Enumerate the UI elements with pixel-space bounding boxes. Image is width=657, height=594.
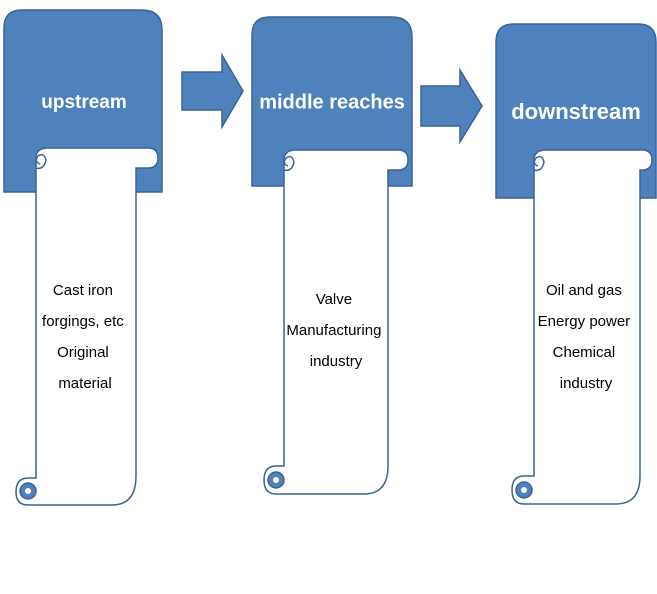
scroll-curl-icon <box>283 155 295 172</box>
stage-downstream: downstream Oil and gas Energy power Chem… <box>495 23 657 505</box>
stage-upstream: upstream Cast iron forgings, etc Origina… <box>3 9 163 506</box>
stage-box <box>3 9 163 193</box>
scroll-curl-icon <box>35 153 47 170</box>
svg-text:Valve Manufacturing: Valve Manufacturing industry <box>286 291 385 370</box>
scroll <box>263 149 409 495</box>
scroll-line: Cast iron <box>53 282 113 299</box>
scroll-line: industry <box>560 375 613 392</box>
stage-title: middle reaches <box>259 91 405 113</box>
scroll-line: Valve <box>316 291 352 308</box>
scroll-line: Original <box>57 344 109 361</box>
svg-text:Oil and gas Energy power: Oil and gas Energy power Chemical indust… <box>538 282 635 392</box>
stage-title: downstream <box>511 99 641 124</box>
scroll-line: material <box>58 375 111 392</box>
svg-text:Cast iron forgings, etc: Cast iron forgings, etc Original materia… <box>42 282 128 392</box>
scroll-line: Energy power <box>538 313 631 330</box>
stage-box <box>251 16 413 187</box>
stage-title: upstream <box>41 92 127 113</box>
scroll-line: industry <box>310 353 363 370</box>
scroll <box>511 149 653 505</box>
arrow-right-icon <box>181 52 244 130</box>
arrow-right-icon <box>420 67 483 145</box>
scroll-line: Chemical <box>553 344 616 361</box>
stage-middle-reaches: middle reaches Valve Manufacturing indus… <box>251 16 413 495</box>
scroll-line: Oil and gas <box>546 282 622 299</box>
scroll <box>15 147 159 506</box>
scroll-line: Manufacturing <box>286 322 381 339</box>
scroll-line: forgings, etc <box>42 313 124 330</box>
scroll-curl-icon <box>533 155 545 172</box>
